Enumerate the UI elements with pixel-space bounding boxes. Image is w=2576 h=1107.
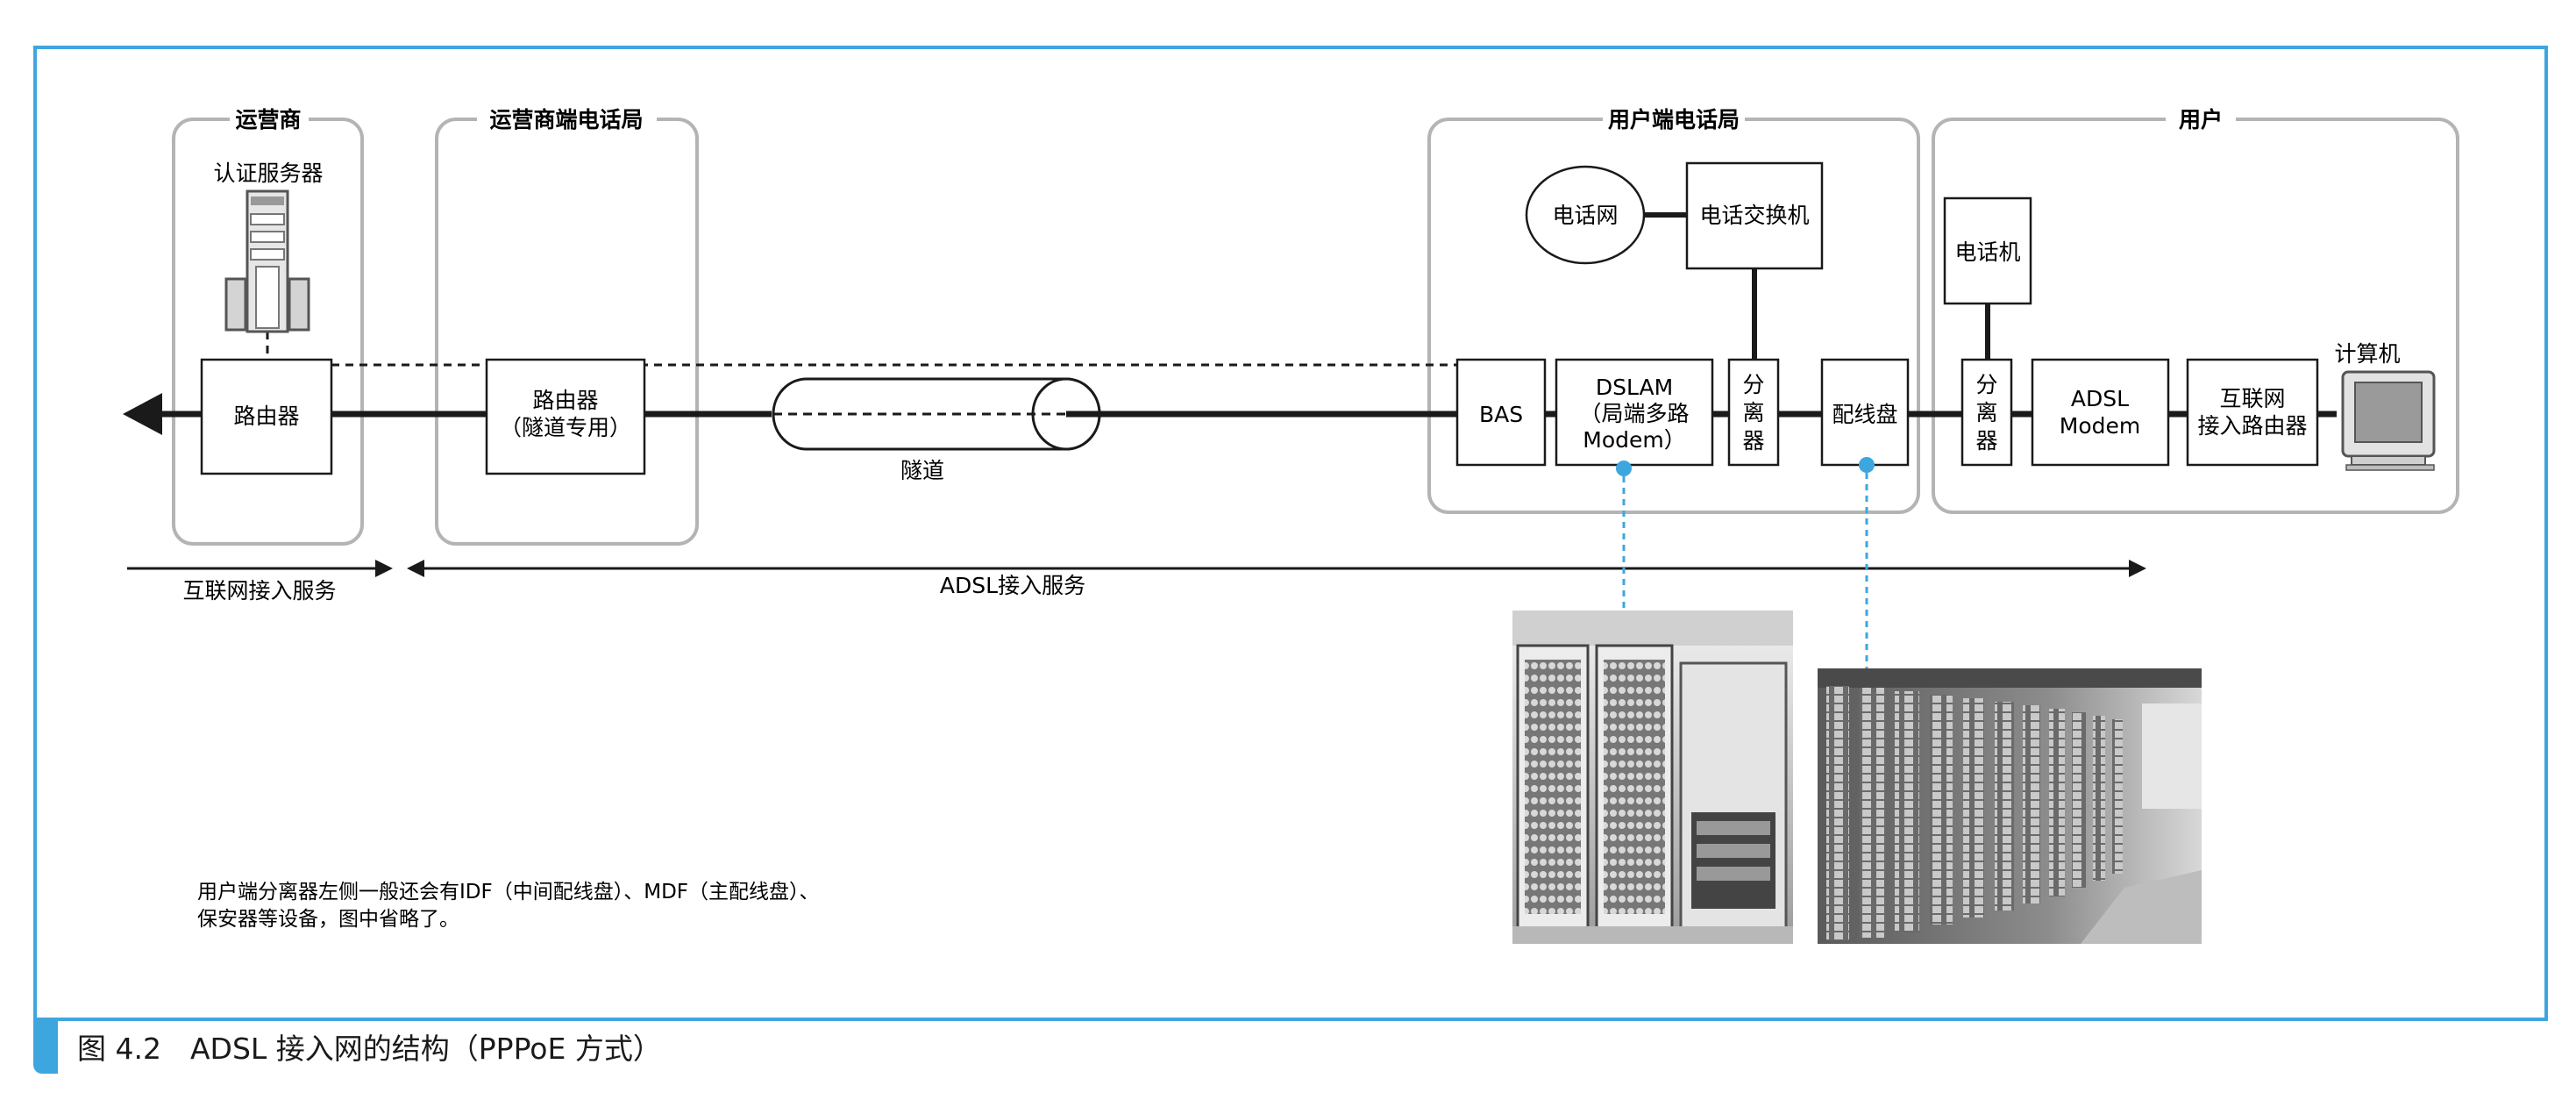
dslam-label-2: （局端多路: [1579, 401, 1689, 426]
router-label: 路由器: [233, 404, 299, 429]
internet-router-label-2: 接入路由器: [2197, 413, 2307, 439]
telephone-box: 电话机: [1943, 196, 2032, 305]
dslam-photo: [1512, 611, 1793, 944]
group-label-user-office: 用户端电话局: [1608, 107, 1740, 132]
group-carrier: 运营商: [172, 105, 364, 546]
user-splitter-char-3: 器: [1975, 428, 1997, 454]
adsl-modem-box: ADSL Modem: [2031, 358, 2170, 467]
dslam-callout: [1616, 461, 1632, 614]
dslam-label-3: Modem）: [1583, 427, 1685, 453]
user-splitter-box: 分 离 器: [1960, 358, 2013, 467]
phone-switch-label: 电话交换机: [1699, 203, 1809, 228]
internet-router-box: 互联网 接入路由器: [2186, 358, 2319, 467]
phone-network-label: 电话网: [1552, 203, 1618, 228]
tunnel-label: 隧道: [900, 458, 944, 483]
user-splitter-char-1: 分: [1975, 372, 1997, 397]
frame-callout: [1859, 457, 1875, 668]
bas-box: BAS: [1455, 358, 1547, 467]
tunnel: 隧道: [772, 377, 1101, 483]
dslam-box: DSLAM （局端多路 Modem）: [1555, 358, 1714, 467]
user-splitter-char-2: 离: [1975, 400, 1997, 425]
group-label-carrier-office: 运营商端电话局: [489, 107, 643, 132]
computer-icon: [2341, 370, 2436, 471]
internet-service-span: 互联网接入服务: [127, 560, 393, 603]
diagram-frame: [33, 46, 2548, 1021]
group-carrier-office: 运营商端电话局: [435, 105, 699, 546]
note-line-1: 用户端分离器左侧一般还会有IDF（中间配线盘）、MDF（主配线盘）、: [197, 881, 820, 903]
group-user: 用户: [1932, 105, 2459, 514]
main-line-arrowhead: [123, 393, 162, 435]
adsl-modem-label-1: ADSL: [2071, 386, 2129, 411]
tunnel-router-label-2: （隧道专用）: [500, 415, 631, 440]
telephone-label: 电话机: [1954, 239, 2020, 265]
note-line-2: 保安器等设备，图中省略了。: [197, 908, 459, 931]
office-splitter-char-3: 器: [1742, 428, 1764, 454]
adsl-service-span: ADSL接入服务: [407, 560, 2146, 598]
server-icon: [224, 189, 310, 333]
phone-switch-box: 电话交换机: [1685, 161, 1824, 270]
tunnel-router-label-1: 路由器: [532, 388, 598, 413]
figure-caption: 图 4.2 ADSL 接入网的结构（PPPoE 方式）: [77, 1032, 662, 1066]
internet-router-label-1: 互联网: [2219, 386, 2285, 411]
office-splitter-char-1: 分: [1742, 372, 1764, 397]
bas-label: BAS: [1479, 402, 1523, 427]
office-splitter-char-2: 离: [1742, 400, 1764, 425]
group-label-user: 用户: [2179, 107, 2223, 132]
router-box: 路由器: [200, 358, 333, 475]
caption-bar: [33, 1021, 58, 1074]
phone-network: 电话网: [1525, 165, 1646, 265]
group-user-office: 用户端电话局: [1427, 105, 1920, 514]
adsl-modem-label-2: Modem: [2060, 413, 2140, 439]
office-splitter-box: 分 离 器: [1727, 358, 1780, 467]
dslam-label-1: DSLAM: [1596, 375, 1673, 400]
computer-label: 计算机: [2334, 341, 2400, 367]
internet-service-label: 互联网接入服务: [182, 578, 336, 603]
adsl-service-label: ADSL接入服务: [940, 573, 1085, 598]
tunnel-router-box: 路由器 （隧道专用）: [485, 358, 646, 475]
distribution-frame-photo: [1818, 668, 2202, 944]
group-label-carrier: 运营商: [235, 107, 301, 132]
auth-server-label: 认证服务器: [213, 161, 323, 186]
distribution-frame-box: 配线盘: [1820, 358, 1910, 467]
distribution-frame-label: 配线盘: [1832, 402, 1897, 427]
